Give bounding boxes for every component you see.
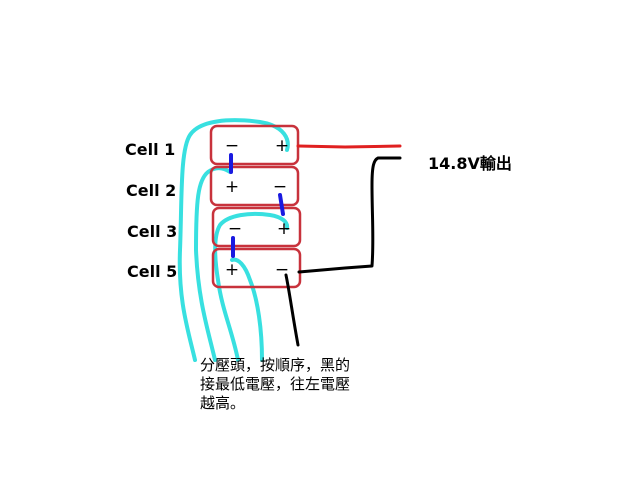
- cell-5-body: [211, 247, 302, 289]
- negative-balance-wire: [284, 273, 300, 347]
- cell-1-label: Cell 1: [125, 140, 176, 159]
- series-link-2-3: [278, 193, 285, 216]
- cell-2-right-terminal: −: [273, 177, 287, 197]
- balance-wire-2: [194, 166, 232, 362]
- wiring-note: 分壓頭，按順序，黑的 接最低電壓，往左電壓 越高。: [200, 356, 400, 413]
- wiring-note-line: 分壓頭，按順序，黑的: [200, 356, 351, 374]
- cell-1-right-terminal: +: [275, 136, 289, 156]
- balance-wire-4: [230, 257, 264, 362]
- cell-3-right-terminal: +: [277, 219, 291, 239]
- balance-wires: [177, 118, 290, 362]
- negative-output-lead: [297, 156, 402, 274]
- balance-wire-1: [177, 118, 290, 362]
- cell-2-label: Cell 2: [126, 181, 177, 200]
- cell-1-left-terminal: −: [225, 136, 239, 156]
- cell-2-left-terminal: +: [225, 177, 239, 197]
- cell-3-left-terminal: −: [228, 219, 242, 239]
- wiring-note-line: 越高。: [200, 394, 246, 412]
- cell-3-label: Cell 3: [127, 222, 178, 241]
- cell-5-right-terminal: −: [275, 260, 289, 280]
- positive-output-lead: [296, 144, 402, 149]
- cell-5-left-terminal: +: [225, 260, 239, 280]
- series-links: [229, 153, 285, 258]
- cell-2-body: [209, 165, 300, 207]
- balance-wire-3: [213, 211, 290, 362]
- wiring-note-line: 接最低電壓，往左電壓: [200, 375, 351, 393]
- output-voltage-label: 14.8V輸出: [428, 154, 512, 173]
- terminal-symbols: − + + − − + + −: [225, 136, 291, 280]
- cell-3-body: [211, 206, 302, 248]
- cell-5-label: Cell 5: [127, 262, 178, 281]
